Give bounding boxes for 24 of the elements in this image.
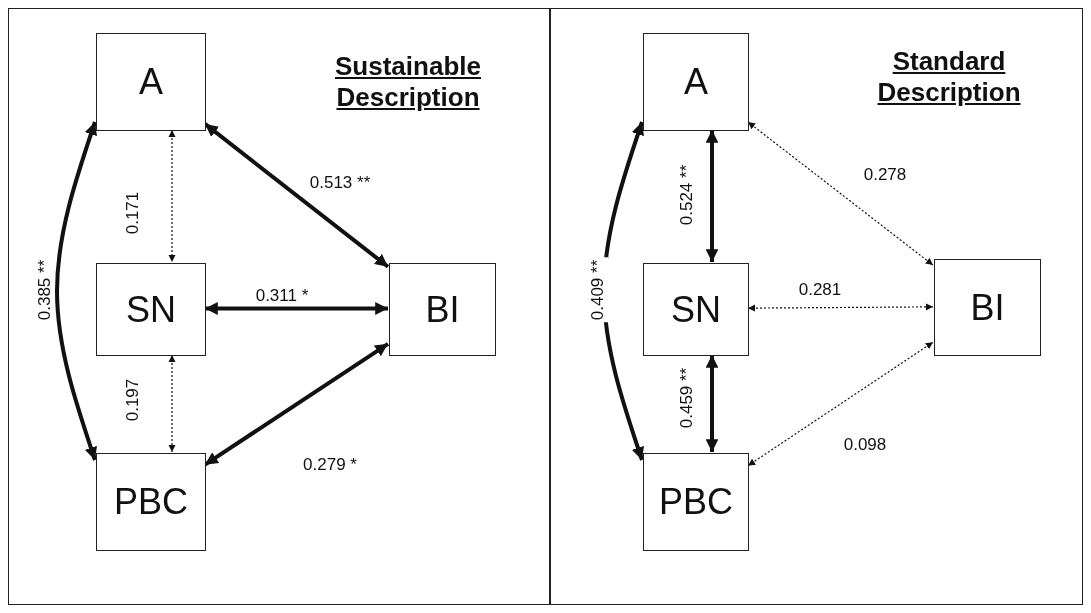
construct-box: BI: [389, 263, 496, 356]
panel-frame: [550, 8, 1083, 605]
construct-box: A: [643, 33, 749, 131]
arrow: [203, 342, 390, 467]
arrow: [705, 355, 719, 452]
panel-title: Standard Description: [876, 46, 1022, 109]
arrow: [747, 341, 934, 467]
arrow: [705, 130, 719, 262]
panel-frame: [8, 8, 550, 605]
construct-box: SN: [96, 263, 206, 356]
arrow: [747, 121, 934, 266]
construct-box: PBC: [96, 453, 206, 551]
edge-label: 0.409 **: [588, 257, 608, 323]
construct-box: PBC: [643, 453, 749, 551]
construct-box: SN: [643, 263, 749, 356]
construct-box: BI: [934, 259, 1041, 356]
arrow: [747, 303, 934, 312]
arrow: [168, 129, 176, 263]
arrow: [205, 302, 388, 315]
construct-box: A: [96, 33, 206, 131]
arrow: [203, 122, 390, 269]
panel-title: Sustainable Description: [334, 51, 482, 114]
arrow: [168, 354, 176, 453]
arrow: [55, 121, 97, 461]
